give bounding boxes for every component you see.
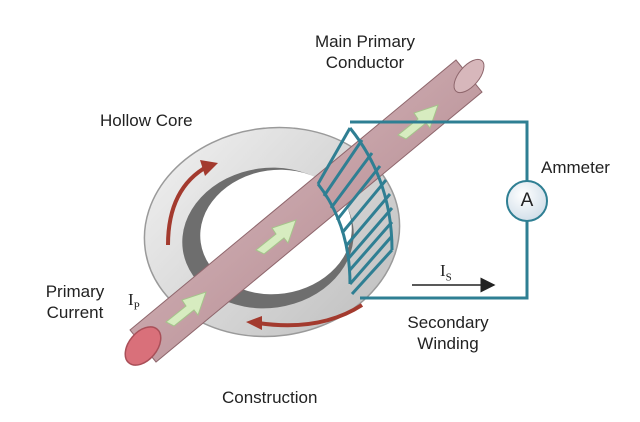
core-arrowhead-top [200,160,218,176]
core-arrow-top [166,164,209,246]
hollow-core-label: Hollow Core [100,111,193,130]
secondary-circuit [350,120,529,300]
ammeter [506,180,548,222]
ammeter-symbol: A [520,190,534,211]
ammeter-label: Ammeter [541,158,610,177]
core-flux-arrows [166,164,364,328]
primary-current-label-line2: Current [46,303,104,322]
primary-current-symbol: IP [128,290,140,312]
ip-main: I [128,290,134,309]
core-arrowhead-bottom [246,316,262,330]
flow-arrow [255,219,297,255]
flow-arrow [165,291,207,327]
main-conductor-label-line1: Main Primary [314,32,416,51]
conductor-end-face [124,326,162,366]
main-conductor-label: Main Primary Conductor [290,31,440,73]
main-conductor-label-line2: Conductor [325,53,405,72]
primary-current-label: Primary Current [30,281,120,323]
secondary-winding-label-line1: Secondary [407,313,489,332]
secondary-current-symbol: IS [440,261,452,283]
main-primary-conductor [124,58,485,366]
core-arrow-bottom [257,303,364,328]
secondary-winding-label-line2: Winding [417,334,479,353]
secondary-winding [316,127,394,296]
is-main: I [440,261,446,280]
ip-sub: P [133,300,140,313]
construction-caption: Construction [222,388,318,407]
primary-current-label-line1: Primary [45,282,105,301]
secondary-winding-label: Secondary Winding [383,312,513,354]
conductor-flow-arrows [165,104,439,327]
is-sub: S [445,271,452,284]
